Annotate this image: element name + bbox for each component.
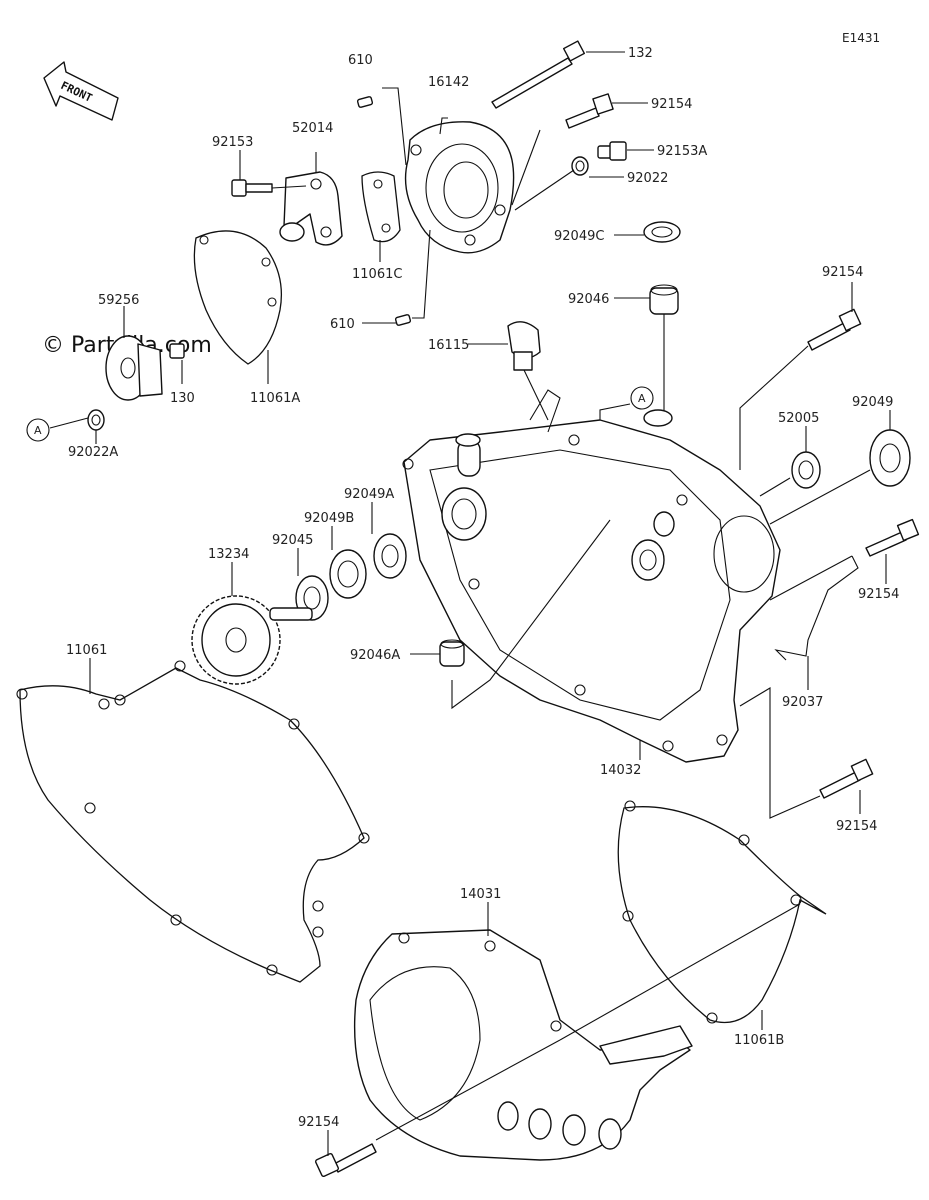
gasket-11061[interactable]	[16, 660, 370, 983]
label-16142[interactable]: 16142	[428, 75, 469, 90]
label-92022[interactable]: 92022	[627, 171, 668, 186]
bolt-92153A[interactable]	[597, 141, 627, 161]
label-92046[interactable]: 92046	[568, 292, 609, 307]
impeller-59256[interactable]	[105, 335, 163, 401]
bolt-92154-mid[interactable]	[865, 518, 920, 557]
dowel-610-top[interactable]	[356, 96, 374, 108]
bolt-92153[interactable]	[231, 179, 273, 197]
bolt-92154-top[interactable]	[565, 93, 614, 129]
label-52014[interactable]: 52014	[292, 121, 333, 136]
label-11061C[interactable]: 11061C	[352, 267, 402, 282]
bearing-92046A[interactable]	[439, 639, 465, 667]
gasket-11061C[interactable]	[361, 171, 401, 243]
gear-13234[interactable]	[191, 595, 313, 685]
plug-16115[interactable]	[507, 321, 541, 371]
label-11061A[interactable]: 11061A	[250, 391, 300, 406]
bolt-92154-lower[interactable]	[819, 758, 874, 799]
bolt-92154-bottom[interactable]	[314, 1143, 377, 1178]
label-92154-mid[interactable]: 92154	[858, 587, 899, 602]
bolt-132[interactable]	[491, 40, 586, 109]
label-92154-bottom[interactable]: 92154	[298, 1115, 339, 1130]
label-14031[interactable]: 14031	[460, 887, 501, 902]
pump-cover-16142[interactable]	[404, 121, 515, 254]
label-92153[interactable]: 92153	[212, 135, 253, 150]
label-11061[interactable]: 11061	[66, 643, 107, 658]
seal-92049[interactable]	[869, 429, 911, 487]
label-92049A[interactable]: 92049A	[344, 487, 394, 502]
svg-text:A: A	[638, 392, 646, 405]
clutch-cover-14031[interactable]	[353, 929, 693, 1161]
label-16115[interactable]: 16115	[428, 338, 469, 353]
washer-92022A[interactable]	[87, 409, 105, 431]
gasket-11061B[interactable]	[617, 800, 827, 1024]
bolt-92154-right[interactable]	[807, 308, 862, 351]
svg-text:A: A	[34, 424, 42, 437]
seal-52005[interactable]	[791, 451, 821, 489]
label-11061B[interactable]: 11061B	[734, 1033, 784, 1048]
label-52005[interactable]: 52005	[778, 411, 819, 426]
label-92049C[interactable]: 92049C	[554, 229, 604, 244]
label-92037[interactable]: 92037	[782, 695, 823, 710]
label-610-top[interactable]: 610	[348, 53, 373, 68]
label-92049B[interactable]: 92049B	[304, 511, 354, 526]
crankcase-cover-14032[interactable]	[402, 389, 781, 763]
nut-130[interactable]	[169, 343, 185, 359]
front-arrow-icon: FRONT	[43, 61, 119, 121]
gasket-11061A[interactable]	[193, 230, 283, 365]
label-92153A[interactable]: 92153A	[657, 144, 707, 159]
ref-marker-a-left: A	[26, 418, 50, 442]
label-132[interactable]: 132	[628, 46, 653, 61]
seal-92049C[interactable]	[643, 221, 681, 243]
label-92049[interactable]: 92049	[852, 395, 893, 410]
ref-marker-a-right: A	[630, 386, 654, 410]
label-92154-right[interactable]: 92154	[822, 265, 863, 280]
label-610-bottom[interactable]: 610	[330, 317, 355, 332]
pipe-52014[interactable]	[279, 171, 343, 246]
label-92046A[interactable]: 92046A	[350, 648, 400, 663]
label-92022A[interactable]: 92022A	[68, 445, 118, 460]
label-92045[interactable]: 92045	[272, 533, 313, 548]
label-14032[interactable]: 14032	[600, 763, 641, 778]
washer-92022[interactable]	[571, 156, 589, 176]
clamp-92037[interactable]	[774, 555, 859, 661]
bearing-92046[interactable]	[649, 284, 679, 315]
diagram-code: E1431	[842, 31, 880, 45]
dowel-610-bottom[interactable]	[394, 314, 412, 326]
bearing-92049B[interactable]	[329, 549, 367, 599]
seal-92049A[interactable]	[373, 533, 407, 579]
label-92154-lower[interactable]: 92154	[836, 819, 877, 834]
label-13234[interactable]: 13234	[208, 547, 249, 562]
label-59256[interactable]: 59256	[98, 293, 139, 308]
label-130[interactable]: 130	[170, 391, 195, 406]
label-92154-top[interactable]: 92154	[651, 97, 692, 112]
